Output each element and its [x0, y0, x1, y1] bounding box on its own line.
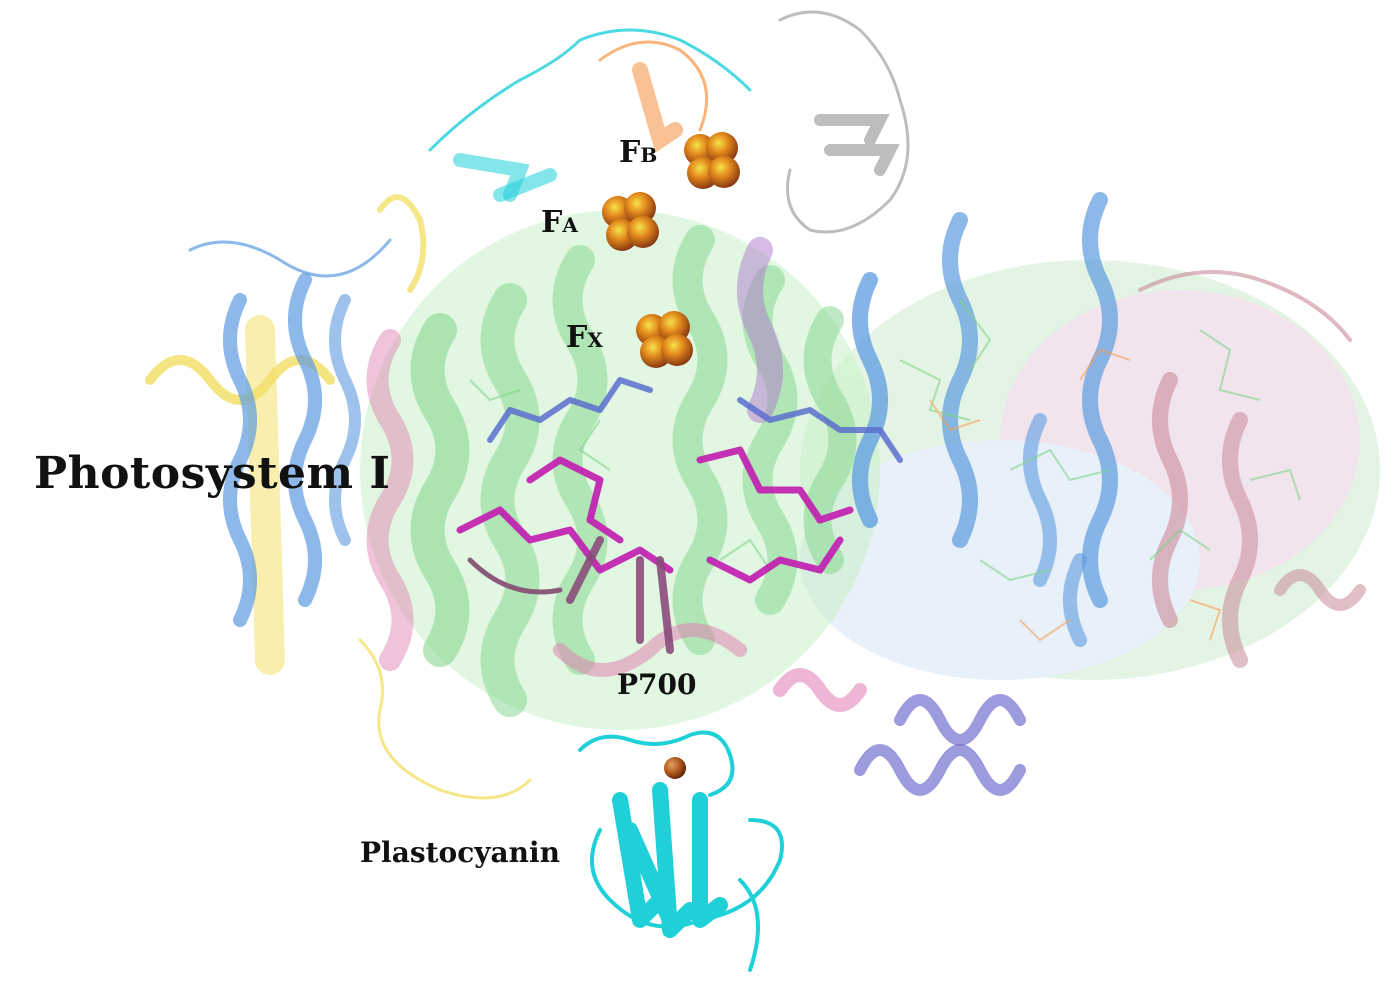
- right-helix-bundle: [852, 192, 1366, 668]
- plastocyanin-label: Plastocyanin: [360, 836, 561, 869]
- lower-coil: [854, 694, 1026, 796]
- fb-cluster-label: FB: [619, 138, 657, 168]
- antenna-complex-region: [800, 260, 1380, 680]
- central-helix-core: [360, 210, 880, 730]
- fa-label-main: F: [541, 205, 563, 240]
- copper-ion: [664, 757, 686, 779]
- iron-sulfur-cluster-fa: [602, 192, 659, 251]
- left-helix-bundle: [145, 194, 532, 800]
- fb-label-sub: B: [640, 143, 658, 167]
- iron-sulfur-cluster-fb: [684, 132, 740, 189]
- fa-label-sub: A: [562, 213, 578, 237]
- fx-label-main: F: [566, 320, 588, 355]
- fx-cluster-label: FX: [566, 323, 603, 353]
- plastocyanin-structure: [578, 730, 784, 972]
- stromal-subunits: [428, 10, 910, 234]
- chlorophyll-sticks: [469, 299, 1301, 642]
- fx-label-sub: X: [587, 328, 603, 352]
- fa-cluster-label: FA: [541, 208, 578, 238]
- photosystem-i-label: Photosystem I: [34, 448, 391, 499]
- electron-transfer-chain-cofactors: [456, 377, 903, 654]
- p700-label: P700: [617, 668, 697, 701]
- fb-label-main: F: [619, 135, 641, 170]
- iron-sulfur-cluster-fx: [636, 311, 693, 368]
